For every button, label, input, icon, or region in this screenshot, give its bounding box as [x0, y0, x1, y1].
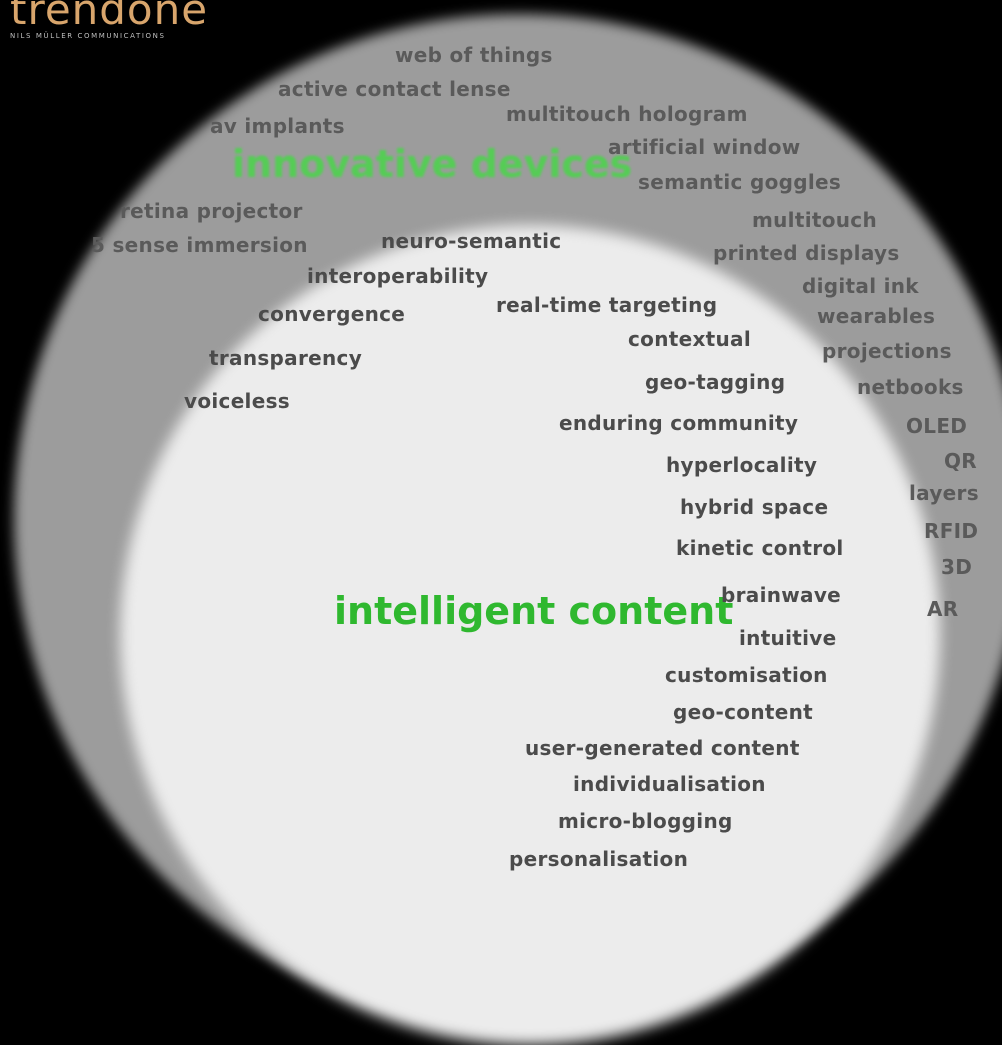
term-layers: layers [909, 481, 979, 505]
term-qr: QR [944, 449, 978, 473]
term-wearables: wearables [817, 304, 936, 328]
term-artificial-window: artificial window [608, 135, 801, 159]
logo-wordmark: trendone [10, 0, 209, 34]
term-multitouch: multitouch [752, 208, 877, 232]
term-geo-tagging: geo-tagging [645, 370, 786, 394]
term-personalisation: personalisation [509, 847, 689, 871]
term-intuitive: intuitive [739, 626, 837, 650]
term-user-generated-content: user-generated content [525, 736, 800, 760]
term-projections: projections [822, 339, 952, 363]
heading-innovative-devices: innovative devices [232, 142, 633, 186]
term-oled: OLED [906, 414, 968, 438]
trendone-logo: trendone NILS MÜLLER COMMUNICATIONS [10, 0, 208, 40]
term-web-of-things: web of things [395, 43, 553, 67]
term-customisation: customisation [665, 663, 828, 687]
term-micro-blogging: micro-blogging [558, 809, 733, 833]
term-ar: AR [927, 597, 959, 621]
term-retina-projector: retina projector [120, 199, 303, 223]
term-contextual: contextual [628, 327, 752, 351]
term-5-sense-immersion: 5 sense immersion [91, 233, 308, 257]
term-multitouch-hologram: multitouch hologram [506, 102, 748, 126]
term-av-implants: av implants [210, 114, 345, 138]
term-brainwave: brainwave [721, 583, 842, 607]
term-voiceless: voiceless [184, 389, 290, 413]
term-convergence: convergence [258, 302, 406, 326]
term-netbooks: netbooks [857, 375, 964, 399]
term-rfid: RFID [924, 519, 979, 543]
term-transparency: transparency [209, 346, 363, 370]
heading-intelligent-content: intelligent content [334, 589, 734, 633]
venn-diagram: trendone NILS MÜLLER COMMUNICATIONS inno… [10, 0, 1002, 1045]
term-interoperability: interoperability [307, 264, 489, 288]
term-enduring-community: enduring community [559, 411, 799, 435]
term-3d: 3D [941, 555, 973, 579]
term-hybrid-space: hybrid space [680, 495, 829, 519]
term-real-time-targeting: real-time targeting [496, 293, 718, 317]
term-printed-displays: printed displays [713, 241, 900, 265]
term-geo-content: geo-content [673, 700, 813, 724]
term-individualisation: individualisation [573, 772, 766, 796]
term-hyperlocality: hyperlocality [666, 453, 818, 477]
term-active-contact-lense: active contact lense [278, 77, 511, 101]
term-neuro-semantic: neuro-semantic [381, 229, 562, 253]
logo-tagline: NILS MÜLLER COMMUNICATIONS [10, 32, 166, 40]
inner-circle-intelligent-content [120, 225, 940, 1045]
term-kinetic-control: kinetic control [676, 536, 844, 560]
term-semantic-goggles: semantic goggles [638, 170, 842, 194]
term-digital-ink: digital ink [802, 274, 919, 298]
